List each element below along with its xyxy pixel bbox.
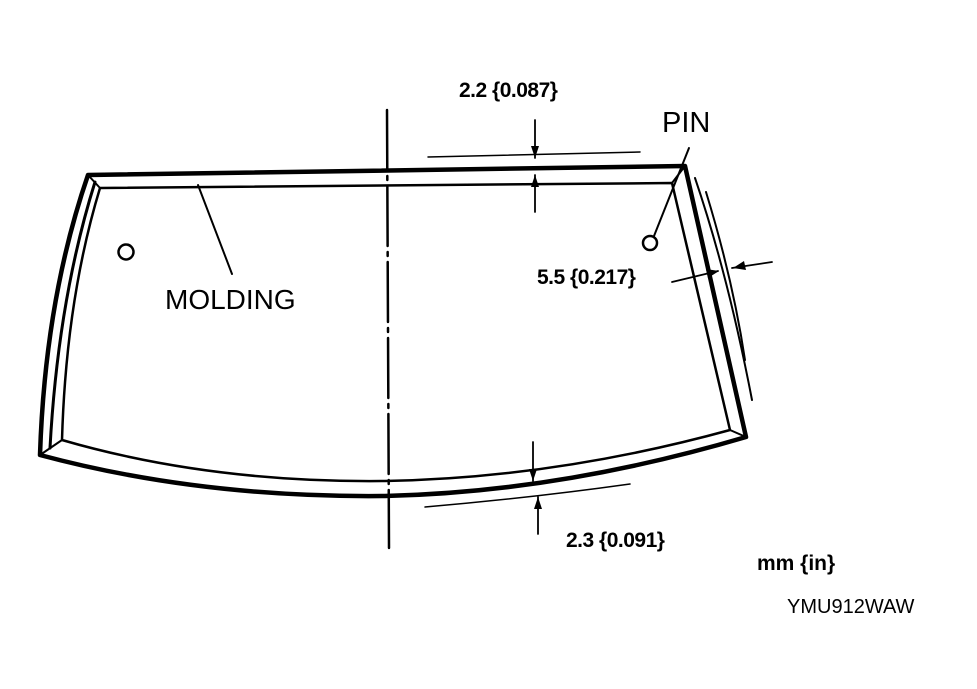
molding-corner-bottom-right xyxy=(729,429,747,438)
figure-code-label: YMU912WAW xyxy=(787,596,915,618)
units-label: mm {in} xyxy=(757,552,835,575)
body-flange-bottom xyxy=(424,483,631,508)
bottom-dimension-arrows xyxy=(529,441,542,535)
body-flange-right-2 xyxy=(705,191,746,361)
pin-circle xyxy=(641,234,659,252)
top-dimension-label: 2.2 {0.087} xyxy=(459,79,558,102)
center-line xyxy=(385,108,391,550)
molding-label: MOLDING xyxy=(165,284,296,315)
pin-label: PIN xyxy=(662,107,710,139)
windshield-outer-outline xyxy=(37,163,749,499)
body-flange-right-1 xyxy=(694,177,753,401)
left-hole xyxy=(117,243,135,261)
top-dimension-arrows xyxy=(531,119,539,213)
molding-inner-outline xyxy=(60,181,732,483)
side-dimension-arrows xyxy=(671,261,773,283)
side-dimension-label: 5.5 {0.217} xyxy=(537,266,636,289)
molding-left-shading xyxy=(48,180,97,450)
bottom-dimension-label: 2.3 {0.091} xyxy=(566,529,665,552)
molding-leader xyxy=(197,184,233,275)
pin-leader xyxy=(653,147,690,237)
